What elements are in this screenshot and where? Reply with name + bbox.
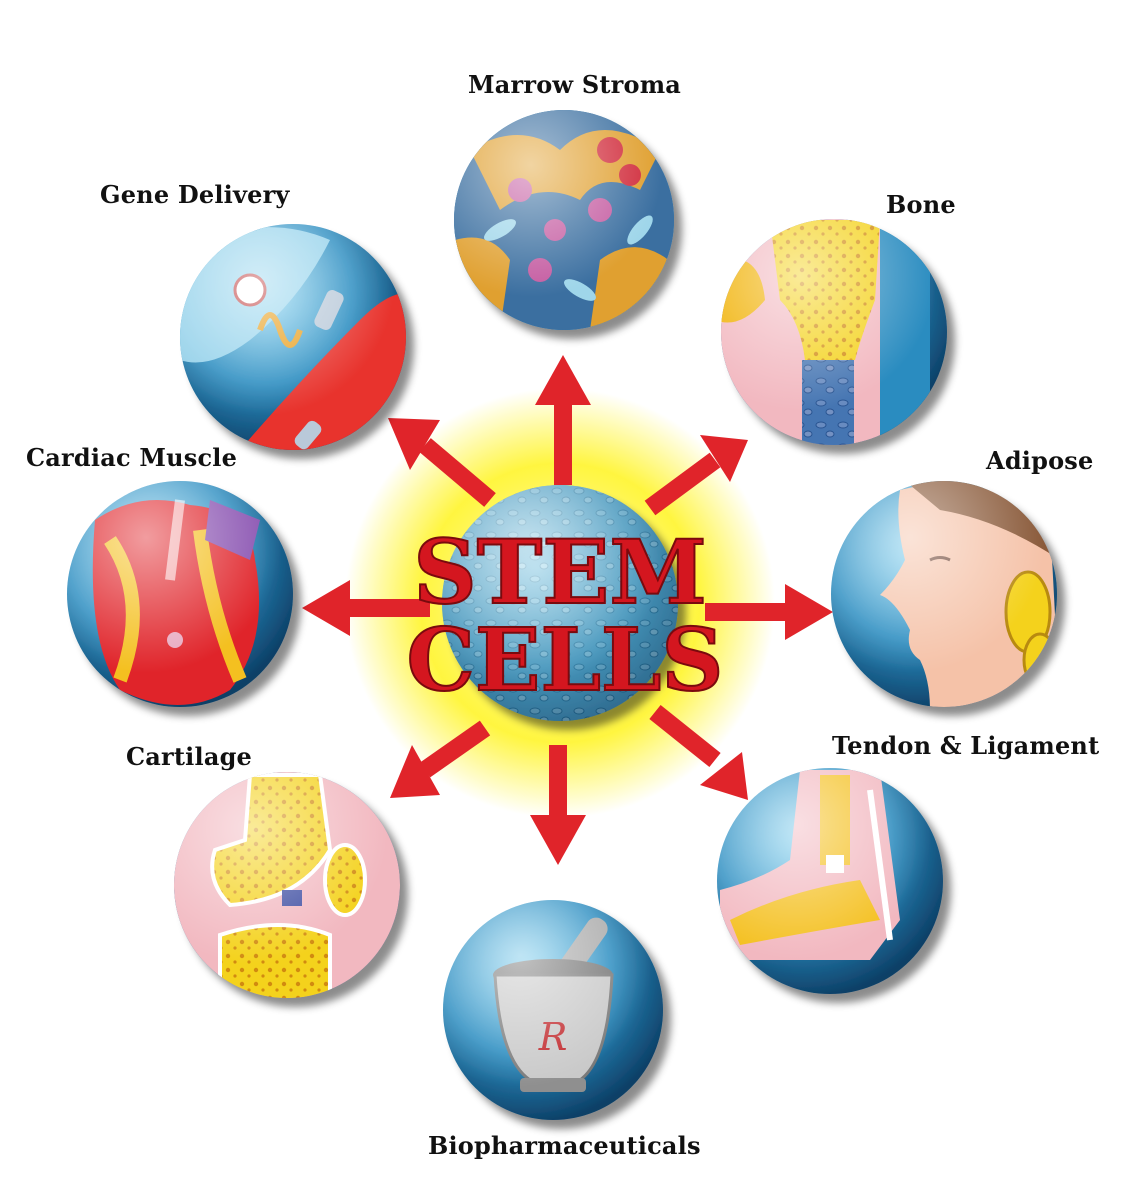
- biopharmaceuticals-circle: R: [443, 900, 663, 1120]
- bone-circle: [721, 219, 947, 445]
- cartilage-circle: [174, 772, 400, 998]
- arrow-up-right: [644, 435, 748, 516]
- stem-cell-ball: [442, 485, 678, 721]
- arrow-up: [535, 355, 591, 485]
- center-title-line1: STEM: [413, 520, 707, 624]
- cardiac-muscle-circle: [67, 481, 293, 707]
- label-marrow-stroma: Marrow Stroma: [468, 70, 682, 99]
- tendon-ligament-circle: [717, 768, 943, 994]
- label-biopharmaceuticals: Biopharmaceuticals: [428, 1131, 701, 1160]
- label-cartilage: Cartilage: [126, 742, 253, 771]
- arrow-down: [530, 745, 586, 865]
- gene-delivery-circle: [180, 224, 406, 450]
- label-cardiac-muscle: Cardiac Muscle: [26, 443, 238, 472]
- arrow-right: [705, 584, 833, 640]
- arrow-down-right: [649, 704, 748, 800]
- arrows: [302, 355, 833, 865]
- label-gene-delivery: Gene Delivery: [100, 180, 290, 209]
- arrow-left: [302, 580, 430, 636]
- adipose-circle: [831, 481, 1057, 707]
- arrow-down-left: [390, 720, 491, 798]
- center-title-line2: CELLS: [406, 610, 723, 711]
- label-tendon-ligament: Tendon & Ligament: [832, 731, 1100, 760]
- marrow-stroma-circle: [454, 110, 674, 330]
- arrow-up-left: [388, 418, 496, 507]
- label-adipose: Adipose: [986, 446, 1094, 475]
- label-bone: Bone: [886, 190, 956, 219]
